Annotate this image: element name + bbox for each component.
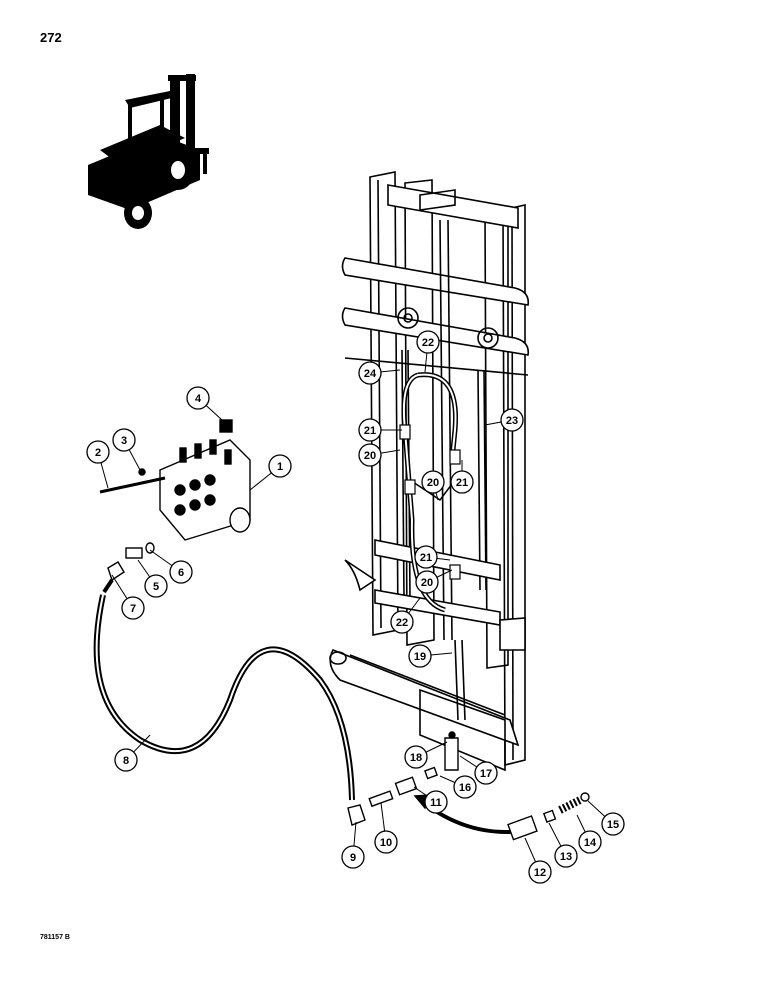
callout-28: 23 — [484, 408, 524, 432]
callout-label: 15 — [607, 819, 619, 831]
callout-bubble — [554, 844, 578, 868]
callout-label: 11 — [430, 797, 442, 809]
callout-26: 22 — [416, 330, 440, 373]
callout-bubble — [114, 748, 138, 772]
callout-bubble — [474, 761, 498, 785]
callout-label: 22 — [422, 337, 434, 349]
callout-label: 21 — [364, 425, 376, 437]
callout-10: 10 — [374, 802, 398, 854]
document-code: 781157 B — [40, 934, 70, 941]
callout-label: 4 — [195, 393, 202, 405]
callout-bubble — [341, 845, 365, 869]
callout-bubble — [414, 545, 438, 569]
callout-label: 10 — [380, 837, 392, 849]
callout-17: 17 — [459, 755, 498, 785]
callout-bubble — [415, 570, 439, 594]
control-valve — [159, 419, 251, 541]
callout-label: 19 — [414, 651, 426, 663]
callout-label: 5 — [153, 581, 159, 593]
callout-25: 21 — [414, 545, 451, 569]
callout-label: 8 — [123, 755, 129, 767]
callout-bubble — [528, 860, 552, 884]
callout-23: 21 — [358, 418, 402, 442]
callout-bubble — [112, 428, 136, 452]
callout-bubble — [390, 610, 414, 634]
callout-8: 8 — [114, 734, 151, 772]
page-number: 272 — [40, 30, 62, 45]
callout-bubble — [268, 454, 292, 478]
callout-bubble — [453, 775, 477, 799]
callout-label: 18 — [410, 752, 422, 764]
callout-5: 5 — [137, 559, 168, 598]
callout-bubble — [169, 560, 193, 584]
callout-12: 12 — [524, 837, 552, 884]
callout-bubble — [374, 830, 398, 854]
callout-bubble — [358, 443, 382, 467]
callout-19: 19 — [408, 644, 453, 668]
callout-label: 21 — [420, 552, 432, 564]
callout-7: 7 — [111, 574, 145, 620]
callouts: 1234567891011121314151617181920202021212… — [86, 330, 625, 884]
mast-hoses — [399, 372, 461, 613]
callout-bubble — [404, 745, 428, 769]
callout-27: 22 — [390, 597, 421, 634]
callout-22: 20 — [415, 569, 453, 594]
callout-bubble — [578, 830, 602, 854]
callout-11: 11 — [413, 786, 448, 814]
callout-label: 20 — [427, 477, 439, 489]
callout-2: 2 — [86, 440, 110, 489]
callout-6: 6 — [149, 549, 193, 584]
callout-label: 21 — [456, 477, 468, 489]
callout-bubble — [424, 790, 448, 814]
callout-label: 6 — [178, 567, 184, 579]
callout-16: 16 — [439, 775, 477, 799]
callout-1: 1 — [249, 454, 292, 491]
callout-3: 3 — [112, 428, 141, 471]
callout-24: 21 — [450, 460, 474, 494]
callout-20: 20 — [358, 443, 401, 467]
callout-label: 3 — [121, 435, 127, 447]
callout-label: 14 — [584, 837, 597, 849]
callout-label: 1 — [277, 461, 283, 473]
callout-bubble — [500, 408, 524, 432]
callout-15: 15 — [587, 800, 625, 836]
callout-label: 16 — [459, 782, 471, 794]
callout-bubble — [358, 418, 382, 442]
valve-fittings — [99, 468, 166, 594]
callout-label: 7 — [130, 603, 136, 615]
callout-label: 2 — [95, 447, 101, 459]
callout-bubble — [121, 596, 145, 620]
callout-4: 4 — [186, 386, 223, 421]
callout-29: 24 — [358, 361, 401, 385]
callout-bubble — [450, 470, 474, 494]
callout-label: 22 — [396, 617, 408, 629]
callout-bubble — [144, 574, 168, 598]
callout-bubble — [358, 361, 382, 385]
callout-21: 20 — [421, 470, 445, 501]
hose-8 — [93, 594, 355, 801]
callout-13: 13 — [548, 822, 578, 868]
callout-9: 9 — [341, 821, 365, 869]
callout-label: 12 — [534, 867, 546, 879]
callout-label: 13 — [560, 851, 572, 863]
mast-assembly — [329, 171, 530, 772]
callout-label: 23 — [506, 415, 518, 427]
callout-bubble — [416, 330, 440, 354]
callout-bubble — [186, 386, 210, 410]
callout-bubble — [421, 470, 445, 494]
callout-label: 9 — [350, 852, 356, 864]
callout-bubble — [408, 644, 432, 668]
forklift-thumbnail — [88, 74, 209, 229]
callout-14: 14 — [576, 814, 602, 854]
callout-18: 18 — [404, 741, 448, 769]
callout-label: 17 — [480, 768, 492, 780]
callout-bubble — [86, 440, 110, 464]
hose-8-inner — [95, 594, 353, 801]
callout-label: 24 — [364, 368, 377, 380]
callout-label: 20 — [421, 577, 433, 589]
callout-bubble — [601, 812, 625, 836]
callout-label: 20 — [364, 450, 376, 462]
